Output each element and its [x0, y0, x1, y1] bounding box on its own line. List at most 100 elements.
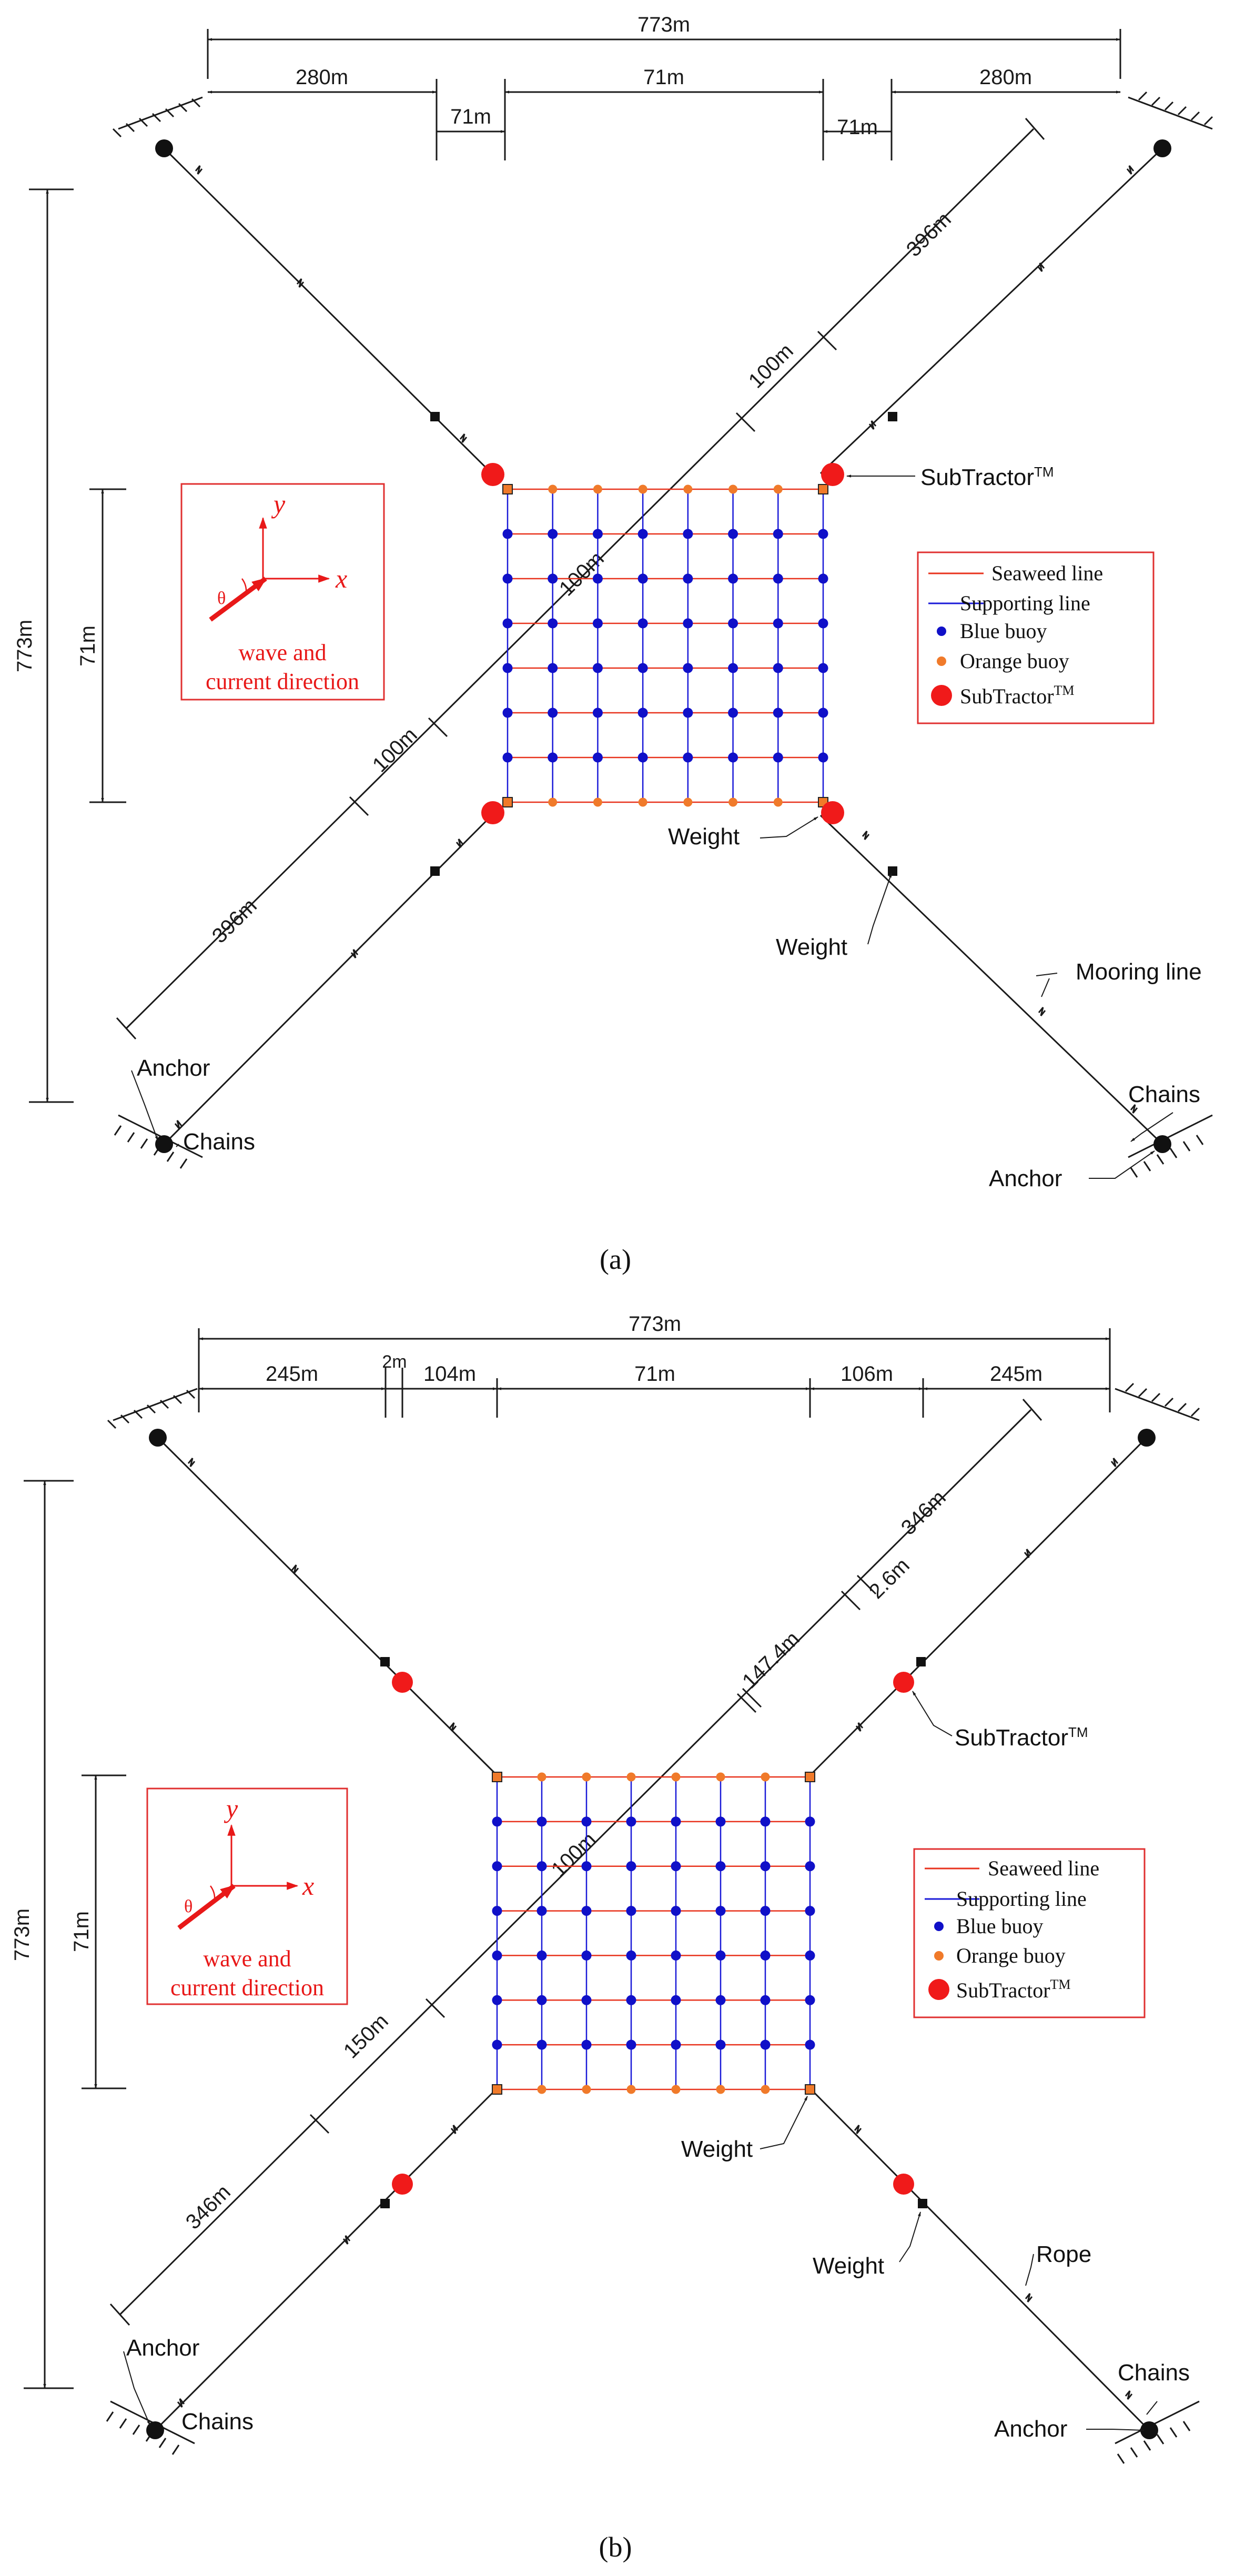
blue-buoy — [715, 2039, 726, 2050]
orange-buoy — [773, 797, 783, 807]
legend-seaweed-line: Seaweed line — [988, 1856, 1099, 1880]
anchor-icon — [112, 96, 203, 138]
dim-top-seg-b-3: 71m — [634, 1362, 675, 1386]
blue-buoy — [581, 1995, 592, 2005]
blue-buoy — [805, 1861, 815, 1872]
callouts-b — [123, 1691, 1158, 2432]
label-chains-right-b: Chains — [1118, 2360, 1190, 2386]
blue-buoy — [760, 2039, 771, 2050]
label-mooring-a: Mooring line — [1076, 959, 1202, 985]
blue-buoy — [536, 1816, 547, 1827]
dim-diag-upper-gap-b: 2.6m — [865, 1554, 914, 1603]
top-dimensions-a — [207, 29, 1121, 160]
dim-top-seg-b-5: 245m — [990, 1362, 1042, 1386]
corner-weight — [502, 797, 513, 807]
legend-b: Seaweed line Supporting line Blue buoy O… — [913, 1848, 1146, 2018]
left-dimensions-b — [24, 1480, 126, 2389]
blue-buoy — [581, 1816, 592, 1827]
legend-orange-buoy: Orange buoy — [960, 649, 1069, 673]
orange-buoy — [548, 484, 558, 494]
orange-buoy — [716, 1772, 725, 1782]
dim-diag-lower-inner-b: 150m — [339, 2009, 393, 2063]
blue-buoy — [536, 2039, 547, 2050]
blue-buoy — [502, 752, 513, 763]
label-subtractor-a: SubTractorTM — [920, 464, 1054, 490]
axis-y-label: y — [224, 1794, 238, 1823]
dim-diag-upper-outer-a: 396m — [902, 208, 956, 261]
anchor-point — [155, 1135, 173, 1153]
top-dimensions-b — [198, 1328, 1111, 1418]
subtractor-marker — [392, 2174, 413, 2195]
anchor-point — [1138, 1429, 1156, 1447]
weight-marker — [430, 866, 440, 876]
blue-buoy — [671, 1861, 681, 1872]
inset-caption-1: wave and — [203, 1946, 291, 1972]
weight-marker — [888, 412, 897, 421]
orange-buoy — [626, 2085, 636, 2094]
blue-buoy — [728, 618, 738, 629]
line-weights-b — [380, 1657, 927, 2208]
dim-top-total-a: 773m — [637, 13, 690, 36]
orange-buoy — [626, 1772, 636, 1782]
orange-buoy — [537, 2085, 546, 2094]
label-anchor-left-a: Anchor — [137, 1055, 210, 1081]
inset-caption-1: wave and — [238, 640, 326, 665]
caption-a: (a) — [600, 1244, 631, 1275]
blue-buoy — [502, 663, 513, 673]
dim-left-net-a: 71m — [76, 625, 99, 666]
blue-buoy — [683, 663, 693, 673]
orange-buoy — [582, 1772, 591, 1782]
blue-buoy — [683, 618, 693, 629]
line-weights-a — [430, 412, 897, 876]
dim-top-seg-b-1: 2m — [382, 1352, 407, 1372]
corner-weight — [502, 484, 513, 494]
blue-buoy — [626, 1906, 636, 1916]
blue-buoy — [818, 618, 828, 629]
legend-a: Seaweed line Supporting line Blue buoy O… — [917, 551, 1155, 724]
blue-buoy — [592, 663, 603, 673]
blue-buoy — [637, 618, 648, 629]
orange-buoy — [728, 484, 738, 494]
blue-buoy — [760, 1861, 771, 1872]
blue-buoy — [502, 618, 513, 629]
blue-buoy — [548, 663, 558, 673]
orange-buoy — [593, 484, 602, 494]
direction-inset-a: y x θ wave and current direction — [180, 483, 385, 701]
blue-buoy — [818, 708, 828, 718]
blue-buoy — [671, 1816, 681, 1827]
corner-weight — [492, 1772, 502, 1782]
blue-buoy — [728, 752, 738, 763]
blue-buoy — [715, 1906, 726, 1916]
blue-buoy — [715, 1816, 726, 1827]
blue-buoy — [592, 752, 603, 763]
legend-blue-buoy: Blue buoy — [960, 619, 1047, 643]
dim-left-total-a: 773m — [13, 620, 36, 672]
blue-buoy — [805, 1950, 815, 1961]
blue-buoy — [536, 1995, 547, 2005]
blue-buoy — [637, 752, 648, 763]
subtractor-text: SubTractor — [955, 1725, 1068, 1751]
blue-buoy — [626, 1950, 636, 1961]
blue-buoy — [592, 573, 603, 584]
blue-buoy — [818, 663, 828, 673]
dim-top-seg-a-4: 280m — [979, 66, 1032, 89]
blue-buoy — [805, 1816, 815, 1827]
anchor-icon — [1115, 1382, 1200, 1421]
dim-top-total-b: 773m — [629, 1312, 681, 1336]
subtractor-sup: TM — [1068, 1724, 1088, 1740]
blue-buoy — [773, 618, 783, 629]
mooring-lines-b — [154, 1437, 1150, 2431]
blue-buoy — [818, 752, 828, 763]
left-dimensions-a — [29, 188, 126, 1103]
orange-buoy — [728, 797, 738, 807]
dim-diag-net-b: 100m — [547, 1828, 601, 1882]
blue-buoy — [548, 752, 558, 763]
label-weight-line-a: Weight — [776, 934, 847, 960]
blue-buoy — [760, 1950, 771, 1961]
anchor-icon — [107, 1388, 198, 1429]
blue-buoy — [637, 573, 648, 584]
blue-buoy — [818, 573, 828, 584]
blue-buoy — [492, 2039, 502, 2050]
label-rope-b: Rope — [1036, 2241, 1091, 2267]
